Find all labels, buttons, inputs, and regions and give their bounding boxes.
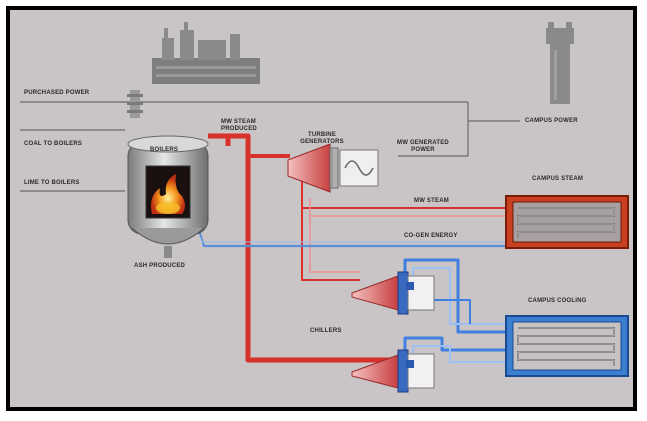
label-mw-steam: MW STEAM (414, 198, 449, 204)
label-turbine-1: TURBINE (307, 132, 337, 138)
label-chillers: CHILLERS (310, 328, 342, 334)
label-lime-to-boilers: LIME TO BOILERS (24, 180, 80, 186)
label-campus-cooling: CAMPUS COOLING (528, 298, 587, 304)
label-campus-steam: CAMPUS STEAM (532, 176, 584, 182)
diagram-canvas: PURCHASED POWER CAMPUS POWER COAL TO BOI… (6, 6, 637, 411)
co-gen-line (196, 227, 506, 248)
label-ash-produced: ASH PRODUCED (134, 263, 186, 269)
chilled-water-lines (403, 258, 506, 366)
label-generated-power-1: MW GENERATED (397, 140, 449, 146)
power-lines (20, 101, 520, 192)
power-plant-icon (152, 22, 260, 84)
cooling-heat-exchanger-icon (505, 315, 629, 377)
steam-lines (208, 133, 506, 363)
label-boilers: BOILERS (150, 147, 179, 153)
steam-heat-exchanger-icon (505, 195, 629, 249)
label-generated-power-2: POWER (411, 147, 435, 153)
turbine-generator-icon (287, 143, 379, 193)
label-turbine-2: GENERATORS (300, 139, 344, 145)
chiller-icon (351, 271, 435, 315)
label-coal-to-boilers: COAL TO BOILERS (24, 141, 83, 147)
label-campus-power: CAMPUS POWER (525, 118, 578, 124)
label-steam-produced-1: MW STEAM (221, 119, 256, 125)
diagram-svg (20, 22, 629, 393)
smokestack-icon (546, 22, 574, 104)
label-steam-produced-2: PRODUCED (221, 126, 257, 132)
boiler-icon (127, 135, 209, 258)
chiller-icon (351, 349, 435, 393)
transformer-icon (127, 90, 143, 118)
sine-wave-icon (344, 160, 374, 176)
label-co-gen-energy: CO-GEN ENERGY (404, 233, 458, 239)
flame-icon (151, 174, 185, 214)
label-purchased-power: PURCHASED POWER (24, 90, 90, 96)
